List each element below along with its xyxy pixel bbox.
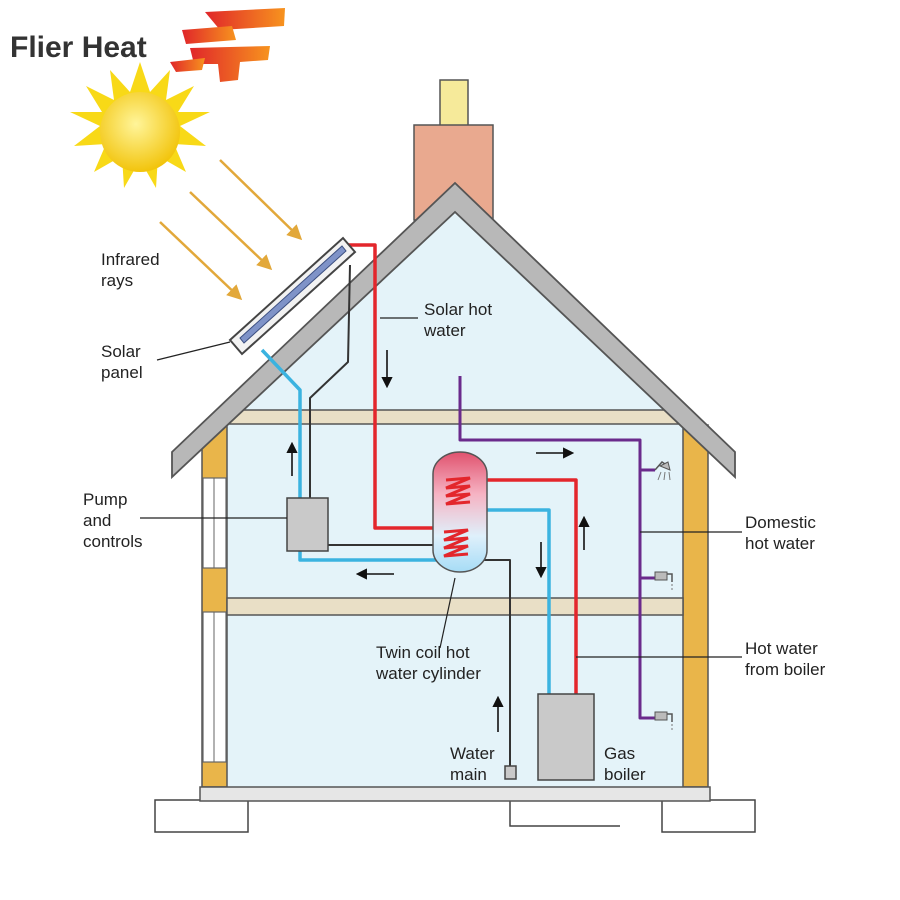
solar-flow-pipe — [348, 243, 440, 530]
label-gas-boiler: Gas boiler — [604, 744, 646, 784]
foundation — [154, 799, 756, 833]
flow-arrows — [286, 350, 590, 732]
brand-name: Flier Heat — [10, 31, 147, 64]
solar-return-pipe — [260, 348, 455, 562]
shower-icon — [654, 461, 671, 481]
label-infrared: Infrared rays — [101, 250, 164, 290]
brand-logo: Flier Heat — [10, 8, 285, 82]
label-water-main: Water main — [450, 744, 499, 784]
water-main-valve — [504, 765, 517, 780]
twin-coil-cylinder — [432, 451, 488, 573]
pump-controls-box — [286, 497, 329, 552]
infrared-rays — [159, 159, 303, 301]
label-twin-coil-cylinder: Twin coil hot water cylinder — [375, 643, 481, 683]
labels: Infrared rays Solar panel Solar hot wate… — [83, 250, 826, 784]
label-solar-hot-water: Solar hot water — [423, 300, 497, 340]
roof — [171, 181, 736, 480]
upper-coil — [445, 476, 471, 506]
tap-icon — [654, 571, 673, 590]
lower-coil — [443, 528, 469, 558]
leader-lines — [140, 317, 742, 658]
sun-icon — [70, 62, 210, 188]
boiler-flow-pipe — [480, 478, 578, 694]
label-pump-controls: Pump and controls — [83, 490, 143, 551]
pipes — [260, 243, 656, 767]
domestic-hot-pipe — [458, 376, 656, 720]
label-hot-water-from-boiler: Hot water from boiler — [745, 639, 826, 679]
control-wire — [309, 264, 351, 500]
gas-boiler-box — [537, 693, 595, 781]
boiler-return-pipe — [480, 508, 551, 694]
flame-f-icon — [170, 8, 285, 82]
tap-icon — [654, 711, 673, 730]
water-main-pipe — [484, 559, 511, 767]
label-domestic-hot-water: Domestic hot water — [745, 513, 821, 553]
chimney — [413, 79, 494, 221]
label-solar-panel: Solar panel — [101, 342, 145, 382]
solar-panel — [228, 236, 357, 356]
house-walls — [201, 424, 709, 788]
